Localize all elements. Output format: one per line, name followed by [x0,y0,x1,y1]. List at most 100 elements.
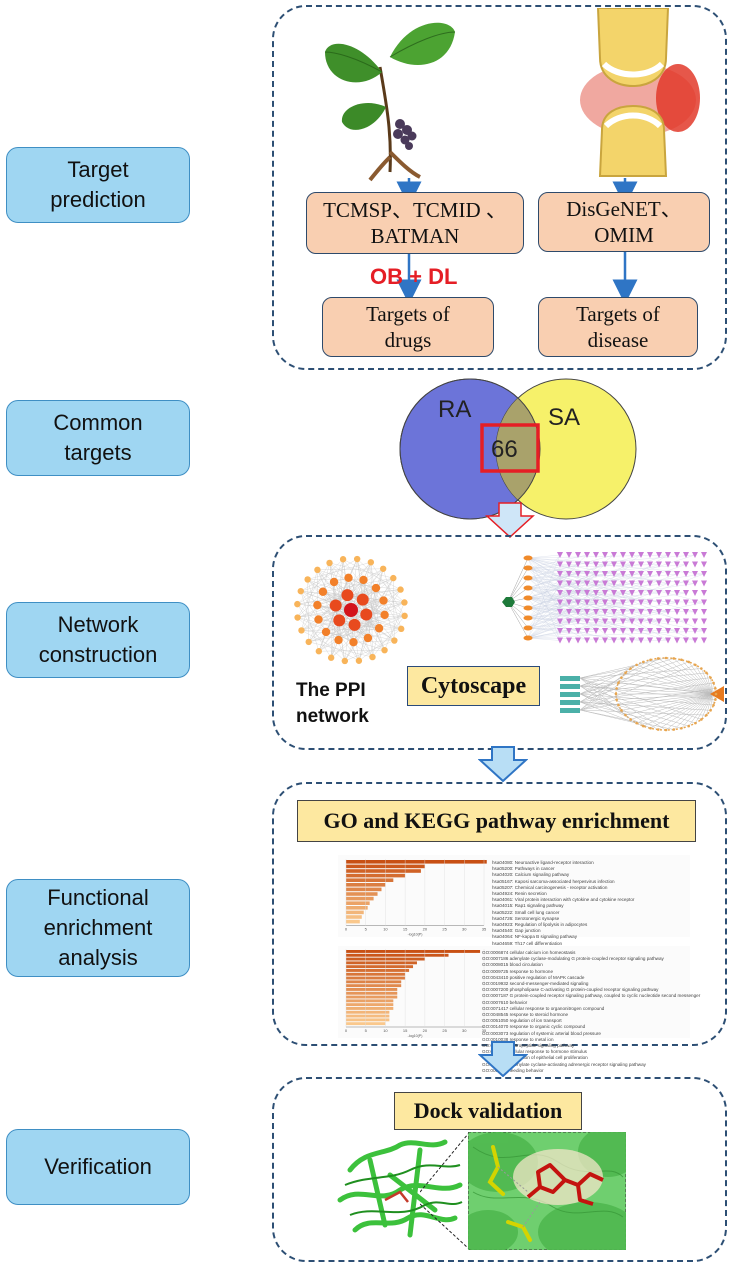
term-item: hsa04015: Rap1 signaling pathway [492,903,564,909]
ring-node [614,692,618,696]
compound-node [523,565,533,571]
ppi-node [314,566,321,574]
target-node [575,580,581,587]
ring-node [664,656,668,660]
target-node [647,580,653,587]
target-node [557,599,563,606]
circle-edges [579,657,717,731]
ring-node [705,671,708,675]
ppi-node [398,625,405,633]
ppi-node [360,608,373,621]
target-node [692,628,698,634]
target-node [593,580,599,587]
step-label: Functional enrichment analysis [43,885,153,970]
ring-node [709,709,712,712]
ppi-node [329,599,342,612]
step-network-construction: Network construction [6,602,190,678]
target-node [584,590,590,596]
enrichment-bar [346,961,417,965]
target-node [692,561,698,568]
target-node [638,637,644,644]
ring-node [714,692,718,696]
term-item: hsa04061: Viral protein interaction with… [492,897,635,903]
term-item: hsa04064: NF-kappa B signaling pathway [492,934,578,940]
target-node [638,552,644,558]
tick-label: 20 [423,1028,428,1033]
ring-node [620,676,623,679]
ppi-node [297,587,304,595]
ppi-node [379,596,388,605]
term-item: GO:0007187 G protein-coupled receptor si… [482,993,701,999]
target-node [647,552,653,558]
target-node [557,580,563,587]
ring-node [635,663,638,667]
ppi-node [334,635,343,645]
target-node [683,628,689,634]
term-item: hsa04726: Serotonergic synapse [492,915,560,921]
enrichment-bar [346,915,362,919]
target-node [629,637,635,644]
disease-databases-text: DisGeNET、 OMIM [566,197,682,247]
enrichment-bar [346,869,421,873]
ppi-node [294,600,301,608]
enrichment-bar [346,1018,390,1022]
ppi-node [341,589,354,602]
ra-label: RA [438,396,471,423]
ppi-node [390,574,397,582]
term-item: GO:0007218 neuropeptide signaling pathwa… [482,1043,575,1049]
prediction-arrows [396,178,638,305]
term-item: GO:0010038 response to metal ion [482,1036,554,1042]
target-node [683,637,689,644]
target-node [692,599,698,606]
target-node [701,628,707,634]
ring-node [649,658,652,662]
enrichment-bar [346,991,398,995]
docking-pocket-image [468,1132,626,1250]
target-node [611,618,617,625]
target-node [647,590,653,596]
target-node [575,590,581,596]
enrichment-bar [346,965,414,969]
target-node [647,561,653,568]
ring-node [624,713,627,717]
target-node [584,637,590,644]
down-arrow-red [485,502,535,538]
target-node [674,618,680,625]
term-item: hsa04020: Calcium signaling pathway [492,872,570,878]
ring-node [649,726,652,730]
term-item: hsa04540: Gap junction [492,928,541,934]
target-node [593,637,599,644]
axis-label: -log10(P) [408,1034,423,1038]
ppi-node [304,576,311,583]
ring-node [620,709,623,712]
target-node [602,599,608,606]
target-node [611,580,617,587]
enrichment-bar [346,901,370,905]
target-node [575,552,581,558]
ppi-network-graph [294,555,408,665]
ppi-node [380,610,389,620]
term-item: hsa05222: Small cell lung cancer [492,909,560,915]
target-node [602,628,608,634]
ring-node [624,671,627,675]
term-item: GO:0009725 response to hormone [482,968,553,974]
target-node [557,609,563,615]
target-node [557,637,563,644]
term-item: GO:0050678 regulation of epithelial cell… [482,1055,588,1061]
target-node [602,637,608,644]
target-node [701,590,707,596]
target-node [674,637,680,644]
enrichment-bar [346,980,402,984]
compound-node [523,635,533,641]
target-node [647,618,653,625]
target-node [566,609,572,615]
joint-disease-image [580,8,700,177]
enrichment-bar [346,919,360,924]
ppi-node [327,654,335,661]
ppi-node [348,618,361,631]
ppi-node [344,603,358,617]
compound-node [523,605,533,611]
target-node [692,590,698,596]
term-item: hsa04659: Th17 cell differentiation [492,940,563,946]
step-label: Network construction [38,612,158,667]
